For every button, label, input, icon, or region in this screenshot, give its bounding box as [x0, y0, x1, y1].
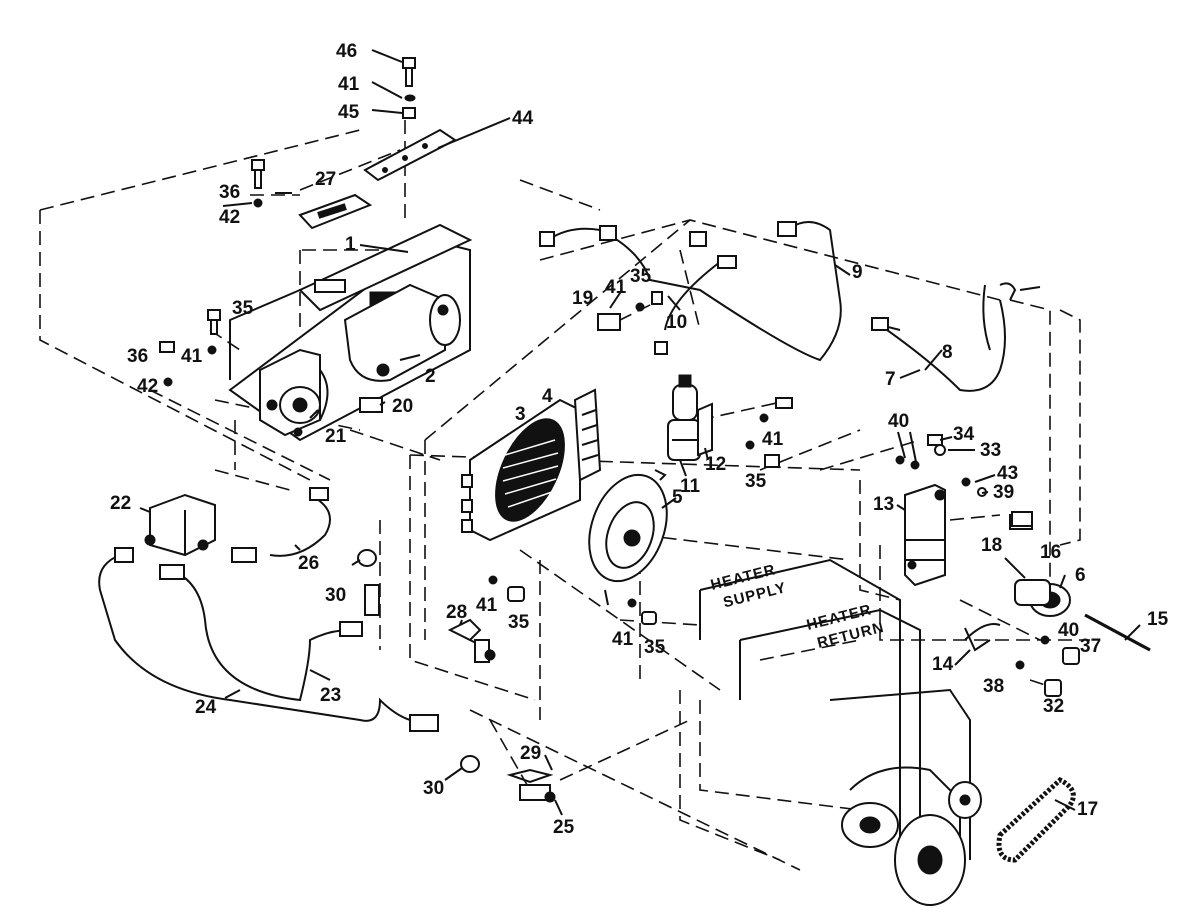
callout-30: 30 — [325, 585, 346, 606]
drain-cock-28 — [447, 618, 496, 663]
callout-35: 35 — [745, 471, 767, 492]
callout-36: 36 — [219, 182, 240, 203]
callout-44: 44 — [512, 108, 534, 129]
part-12-valve-bracket — [697, 402, 713, 457]
callout-2: 2 — [425, 366, 436, 387]
callout-29: 29 — [520, 743, 541, 764]
callout-42: 42 — [137, 376, 158, 397]
drain-cock-29-25 — [506, 768, 556, 803]
callout-26: 26 — [298, 553, 319, 574]
callout-13: 13 — [873, 494, 894, 515]
callout-39: 39 — [993, 482, 1014, 503]
callout-14: 14 — [932, 654, 954, 675]
callout-9: 9 — [852, 262, 863, 283]
part-2-motor — [343, 283, 461, 382]
callout-25: 25 — [553, 817, 575, 838]
callout-24: 24 — [195, 697, 217, 718]
callout-45: 46 — [336, 41, 357, 62]
callout-5: 5 — [672, 487, 683, 508]
callout-35: 35 — [508, 612, 530, 633]
callout-10: 10 — [666, 312, 687, 333]
callout-6: 6 — [1075, 565, 1086, 586]
callout-7: 7 — [885, 369, 896, 390]
callout-numbers: 46 41 45 44 27 36 42 1 35 36 41 42 2 20 … — [110, 41, 1169, 838]
pulleys — [841, 781, 982, 906]
callout-34: 35 — [644, 637, 666, 658]
callout-32: 33 — [980, 440, 1001, 461]
callout-17: 17 — [1077, 799, 1098, 820]
callout-37: 37 — [1080, 636, 1101, 657]
part-11-valve — [667, 374, 701, 461]
callout-4: 4 — [542, 386, 553, 407]
callout-42: 42 — [219, 207, 240, 228]
callout-1: 1 — [345, 234, 356, 255]
hardware-bolts-washers — [159, 57, 1151, 773]
leader-lines — [139, 49, 1141, 816]
callout-28: 28 — [446, 602, 467, 623]
callout-36: 36 — [127, 346, 148, 367]
part-13-switch-bracket — [904, 483, 946, 587]
callout-20: 20 — [392, 396, 413, 417]
heater-supply-label: HEATER SUPPLY — [709, 561, 788, 611]
part-6-connector — [1014, 579, 1071, 617]
callout-40: 40 — [888, 411, 909, 432]
part-17-belt — [996, 776, 1076, 863]
callout-41: 41 — [181, 346, 203, 367]
callout-3: 3 — [515, 404, 526, 425]
callout-41: 41 — [476, 595, 498, 616]
callout-11: 11 — [680, 476, 701, 497]
heater-return-label: HEATER RETURN — [805, 601, 886, 652]
part-27-plate — [298, 193, 373, 230]
callout-27: 27 — [315, 169, 336, 190]
part-5-fan — [588, 469, 668, 606]
callout-41: 41 — [612, 629, 634, 650]
callout-8: 8 — [942, 342, 953, 363]
callout-23: 23 — [320, 685, 341, 706]
callout-43: 43 — [997, 463, 1018, 484]
callout-16: 16 — [1040, 542, 1061, 563]
callout-21: 21 — [325, 426, 347, 447]
part-22-junction-block — [144, 493, 216, 557]
callout-30: 30 — [423, 778, 444, 799]
callout-31: 32 — [1043, 696, 1064, 717]
callout-35: 35 — [232, 298, 254, 319]
fittings — [114, 221, 1033, 732]
hoses — [98, 221, 1041, 722]
callout-46: 45 — [338, 102, 360, 123]
callout-12: 12 — [705, 454, 726, 475]
callout-41: 41 — [605, 277, 627, 298]
callout-40: 40 — [1058, 620, 1079, 641]
callout-41: 41 — [338, 74, 360, 95]
part-21-pump — [259, 348, 329, 437]
part-3-radiator — [461, 398, 581, 542]
part-4-fin-strip — [573, 388, 602, 482]
callout-18: 18 — [981, 535, 1002, 556]
callout-38: 38 — [983, 676, 1004, 697]
callout-33: 34 — [953, 424, 975, 445]
part-44-plate — [363, 128, 457, 182]
callout-19: 19 — [572, 288, 593, 309]
callout-41: 41 — [762, 429, 784, 450]
callout-22: 22 — [110, 493, 131, 514]
callout-15: 15 — [1147, 609, 1169, 630]
callout-35: 35 — [630, 266, 652, 287]
